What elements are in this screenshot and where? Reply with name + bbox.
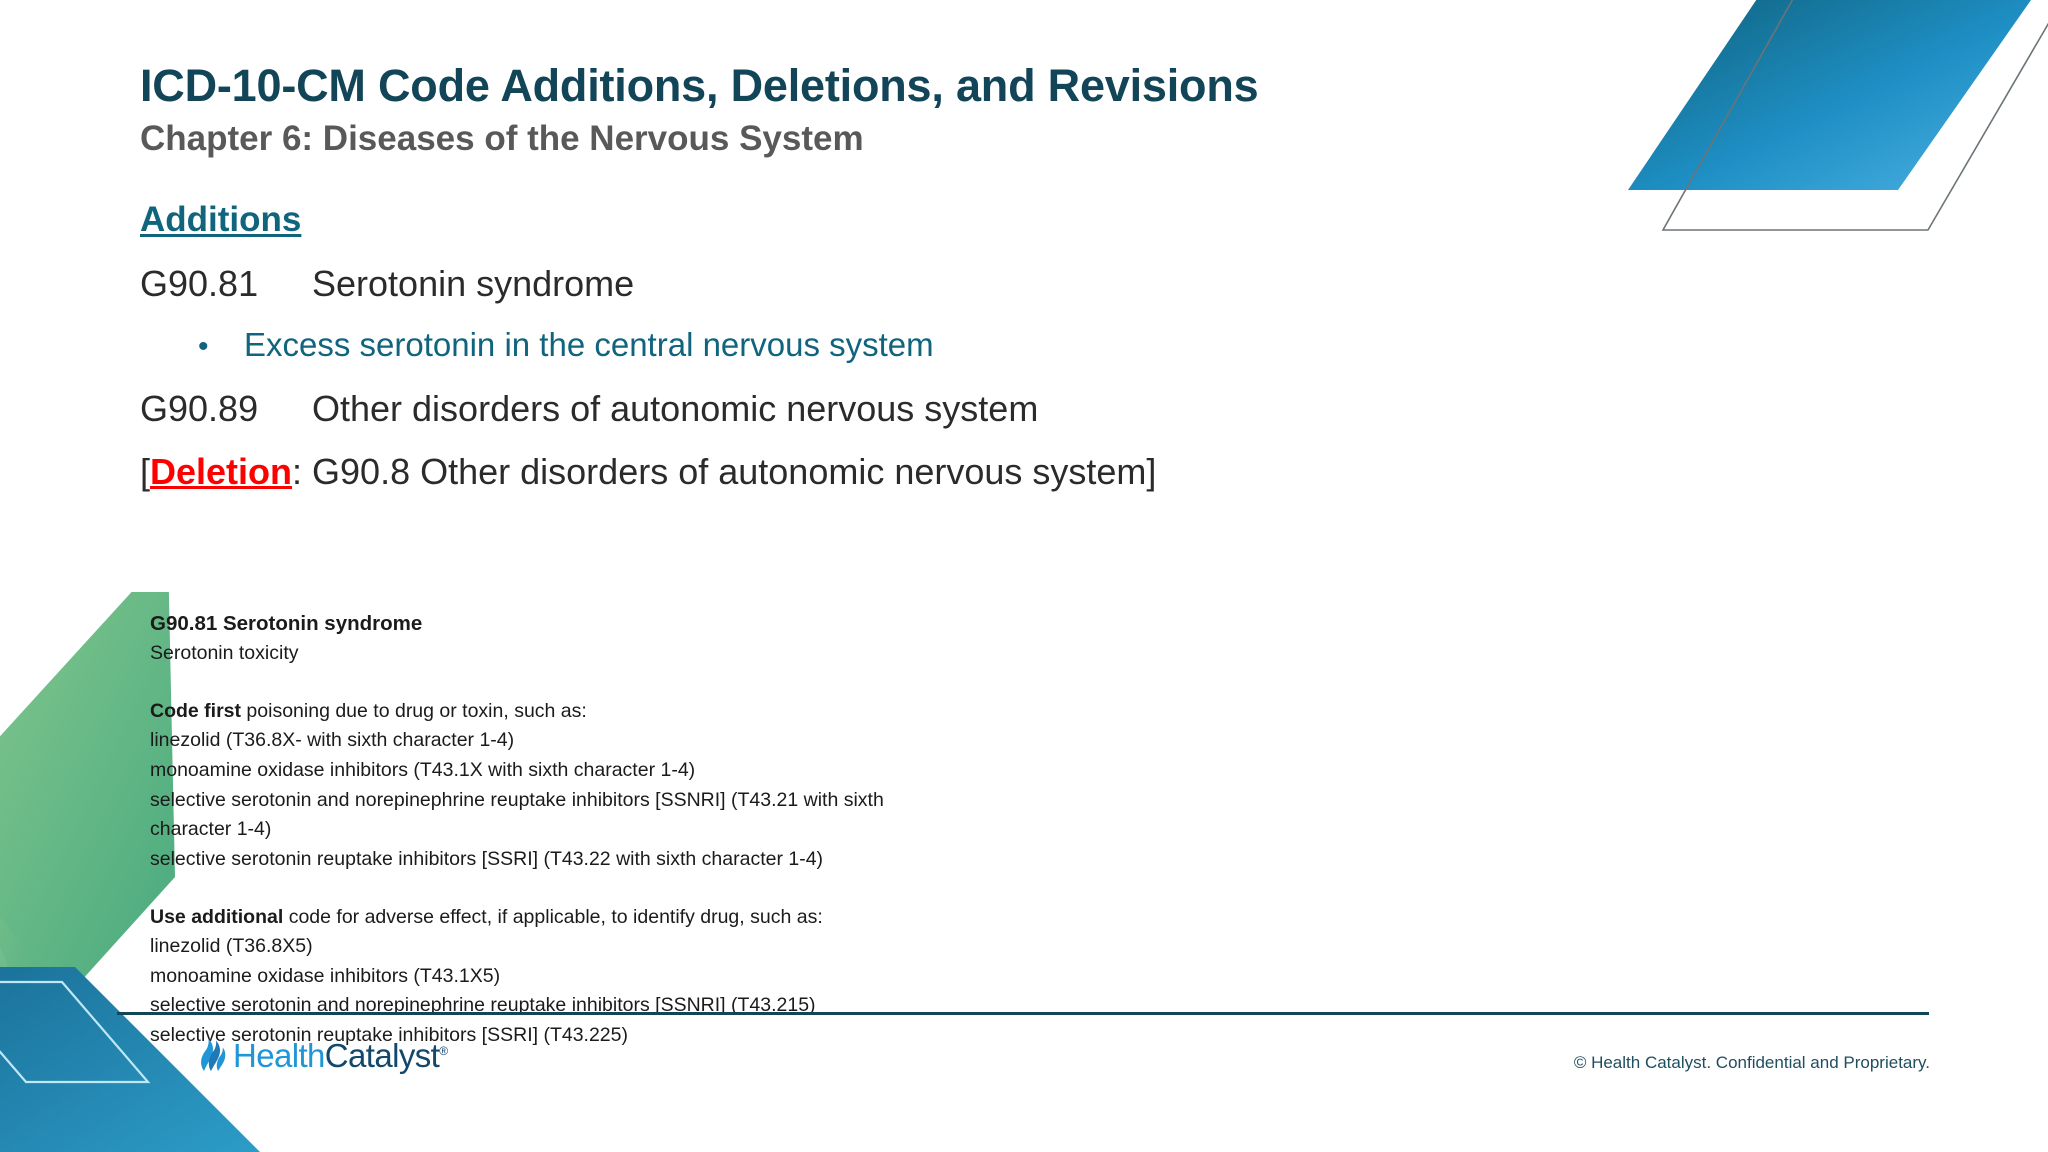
code-description-2: Other disorders of autonomic nervous sys…: [312, 387, 1039, 429]
deletion-rest: : G90.8 Other disorders of autonomic ner…: [292, 450, 1157, 492]
code-entry-g9081: G90.81 Serotonin syndrome: [140, 262, 1840, 305]
excerpt-item-continuation: character 1-4): [150, 818, 272, 841]
excerpt-item: selective serotonin reuptake inhibitors …: [150, 847, 824, 870]
logo-trademark: ®: [439, 1043, 448, 1058]
excerpt-use-additional-group: Use additional code for adverse effect, …: [150, 903, 1330, 1051]
bullet-icon: •: [198, 330, 209, 364]
content-body: Additions G90.81 Serotonin syndrome • Exc…: [140, 200, 1840, 493]
excerpt-item: monoamine oxidase inhibitors (T43.1X wit…: [150, 759, 696, 782]
excerpt-item: selective serotonin reuptake inhibitors …: [150, 1024, 628, 1047]
icd-manual-excerpt-image: G90.81 Serotonin syndrome Serotonin toxi…: [150, 608, 1330, 1051]
deletion-note: [Deletion: G90.8 Other disorders of auto…: [140, 450, 1840, 493]
excerpt-item: linezolid (T36.8X- with sixth character …: [150, 729, 515, 752]
copyright-notice: © Health Catalyst. Confidential and Prop…: [1573, 1053, 1930, 1072]
excerpt-code-first-line: Code first poisoning due to drug or toxi…: [150, 697, 1330, 727]
excerpt-heading: G90.81 Serotonin syndrome: [150, 612, 423, 635]
excerpt-use-additional-rest: code for adverse effect, if applicable, …: [283, 905, 823, 928]
excerpt-use-additional-line: Use additional code for adverse effect, …: [150, 903, 1330, 933]
title-block: ICD-10-CM Code Additions, Deletions, and…: [140, 62, 1700, 158]
health-catalyst-logo: HealthCatalyst®: [196, 1036, 448, 1074]
flame-icon: [201, 1039, 226, 1071]
footer-divider: [117, 1012, 1929, 1015]
page-subtitle: Chapter 6: Diseases of the Nervous Syste…: [140, 118, 864, 158]
excerpt-item: selective serotonin and norepinephrine r…: [150, 994, 816, 1017]
bullet-text: Excess serotonin in the central nervous …: [244, 326, 934, 364]
excerpt-item: monoamine oxidase inhibitors (T43.1X5): [150, 964, 501, 987]
code-value-2: G90.89: [140, 387, 259, 429]
deletion-label: Deletion: [150, 450, 293, 492]
excerpt-subheading: Serotonin toxicity: [150, 642, 299, 665]
list-item: • Excess serotonin in the central nervou…: [140, 325, 1840, 365]
excerpt-use-additional-lead: Use additional: [150, 905, 284, 928]
page-title: ICD-10-CM Code Additions, Deletions, and…: [140, 60, 1259, 111]
excerpt-item: linezolid (T36.8X5): [150, 935, 313, 958]
code-value-1: G90.81: [140, 263, 259, 304]
logo-health-text: Health: [233, 1036, 325, 1074]
excerpt-code-first-lead: Code first: [150, 699, 242, 722]
code-entry-g9089: G90.89 Other disorders of autonomic nervo…: [140, 387, 1840, 430]
logo-wordmark: HealthCatalyst®: [233, 1036, 448, 1074]
code-description-1: Serotonin syndrome: [312, 263, 635, 304]
excerpt-item: selective serotonin and norepinephrine r…: [150, 788, 884, 811]
excerpt-code-first-rest: poisoning due to drug or toxin, such as:: [241, 699, 587, 722]
deletion-open-bracket: [: [140, 450, 151, 492]
section-heading-additions: Additions: [140, 200, 302, 239]
excerpt-code-first-group: Code first poisoning due to drug or toxi…: [150, 697, 1330, 875]
logo-catalyst-text: Catalyst: [324, 1036, 440, 1074]
